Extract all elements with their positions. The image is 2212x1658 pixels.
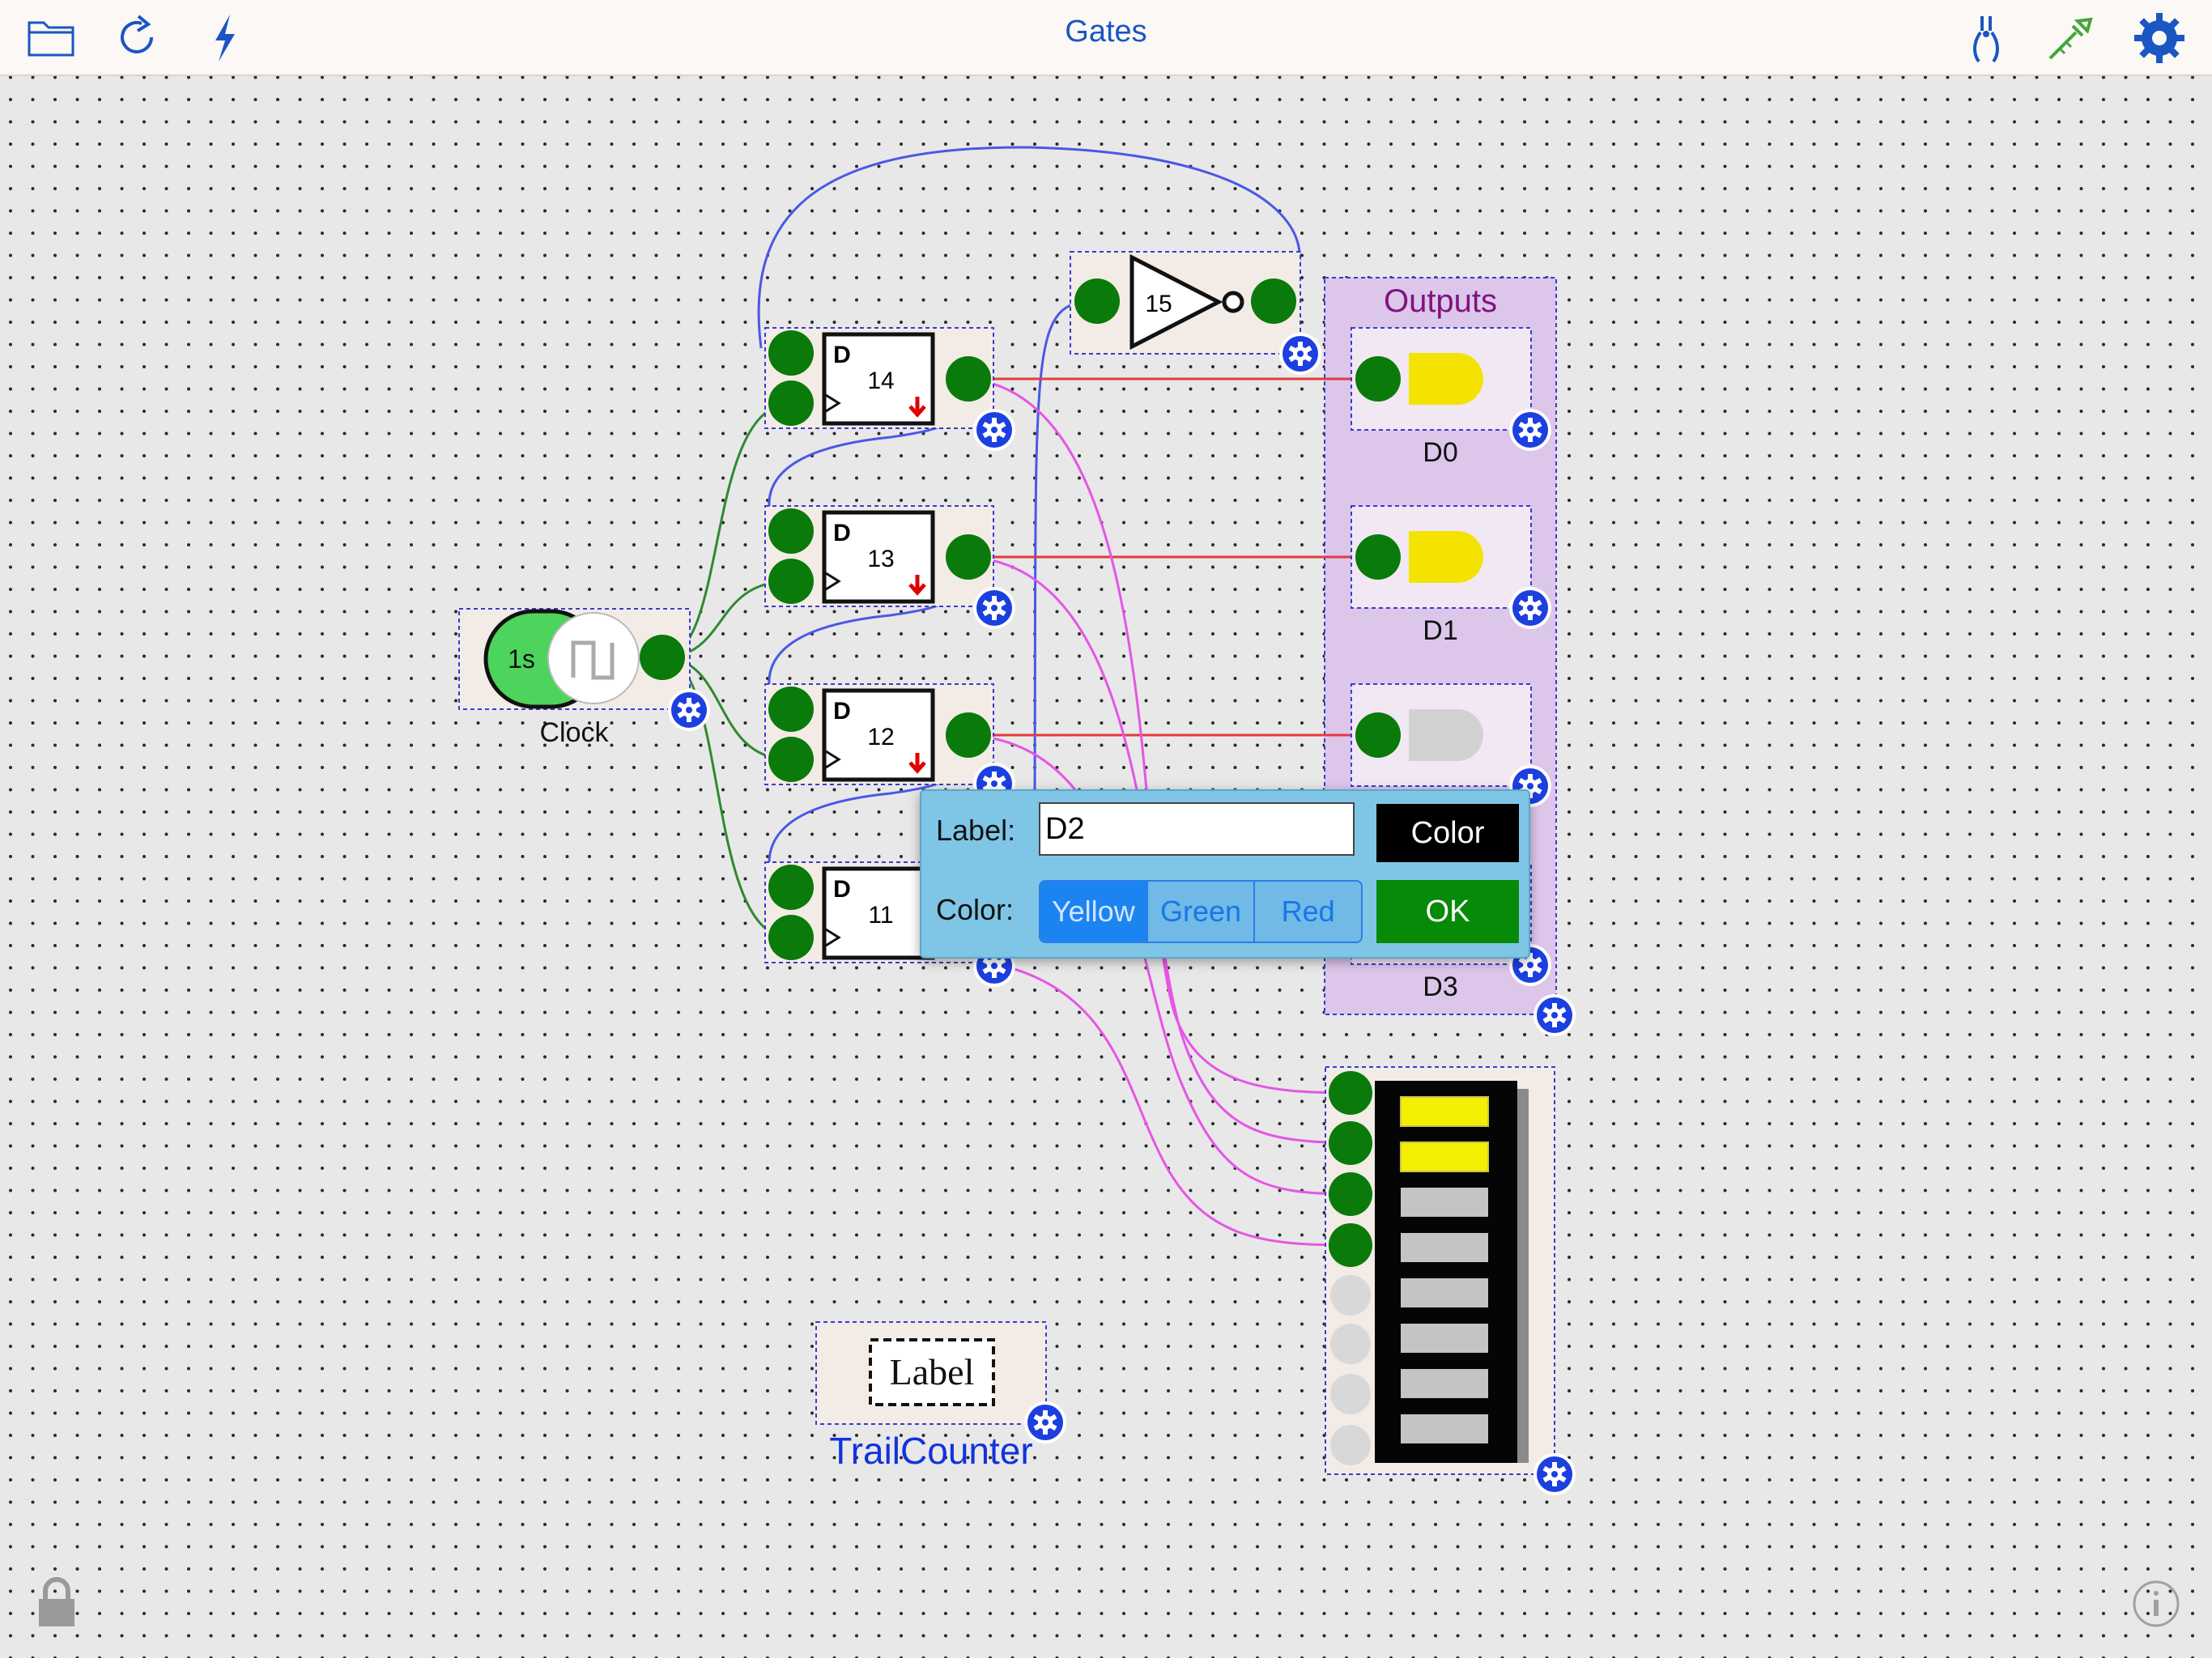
bargraph-input-pin[interactable]: [1329, 1223, 1372, 1267]
led-d1-label: D1: [1423, 615, 1457, 646]
flipflop-14-clk-pin[interactable]: [768, 380, 814, 426]
ok-button[interactable]: OK: [1376, 880, 1519, 943]
flipflop-14-q-pin[interactable]: [946, 356, 991, 402]
color-segmented-control: Yellow Green Red: [1039, 880, 1363, 943]
outputs-group-title: Outputs: [1384, 283, 1497, 319]
color-option-yellow[interactable]: Yellow: [1040, 882, 1148, 942]
bargraph-input-pin[interactable]: [1330, 1275, 1371, 1316]
flipflop-12[interactable]: D 12: [764, 683, 994, 785]
led-d1[interactable]: D1: [1351, 505, 1532, 646]
refresh-button[interactable]: [109, 10, 166, 66]
flipflop-12-d-pin[interactable]: [768, 687, 814, 732]
label-settings-gear[interactable]: [1024, 1401, 1066, 1443]
led-d1-input-pin[interactable]: [1355, 534, 1401, 580]
clock-settings-gear[interactable]: [668, 689, 710, 731]
flipflop-13[interactable]: D 13: [764, 505, 994, 607]
inverter-input-pin[interactable]: [1074, 278, 1120, 324]
bargraph-input-pin[interactable]: [1330, 1425, 1371, 1465]
flipflop-12-q-pin[interactable]: [946, 712, 991, 758]
app-title: Gates: [1065, 15, 1147, 49]
flipflop-11-type: D: [833, 876, 851, 903]
bargraph-settings-gear[interactable]: [1534, 1453, 1576, 1495]
bargraph-input-pin[interactable]: [1329, 1172, 1372, 1216]
lock-icon[interactable]: [32, 1575, 81, 1630]
wires-red: [968, 377, 1378, 737]
clock-period: 1s: [508, 644, 535, 674]
led-d1-settings-gear[interactable]: [1509, 587, 1551, 629]
simulate-button[interactable]: [196, 10, 253, 66]
bargraph-display[interactable]: [1325, 1066, 1555, 1475]
folder-icon: [28, 21, 74, 57]
led-d0-settings-gear[interactable]: [1509, 409, 1551, 451]
label-component[interactable]: Label TrailCounter: [815, 1321, 1047, 1472]
inverter-15[interactable]: 15: [1070, 251, 1301, 355]
flipflop-13-q-pin[interactable]: [946, 534, 991, 580]
flipflop-12-type: D: [833, 698, 851, 725]
flipflop-14[interactable]: D 14: [764, 327, 994, 429]
inverter-settings-gear[interactable]: [1279, 333, 1321, 375]
refresh-icon: [121, 15, 153, 53]
flipflop-11-clk-pin[interactable]: [768, 915, 814, 960]
bargraph-input-pin[interactable]: [1330, 1374, 1371, 1414]
flipflop-13-clk-pin[interactable]: [768, 559, 814, 604]
info-icon[interactable]: [2131, 1579, 2181, 1629]
label-caption: TrailCounter: [829, 1430, 1032, 1472]
bargraph-input-pin[interactable]: [1330, 1324, 1371, 1364]
label-input[interactable]: [1039, 802, 1355, 856]
flipflop-13-id: 13: [867, 546, 894, 572]
top-toolbar: Gates: [0, 0, 2212, 76]
led-d0-label: D0: [1423, 437, 1457, 468]
led-d0-input-pin[interactable]: [1355, 356, 1401, 402]
label-box-text: Label: [890, 1351, 975, 1392]
led-d2-input-pin[interactable]: [1355, 712, 1401, 758]
wire-cutter-icon: [1973, 16, 1999, 63]
flipflop-14-settings-gear[interactable]: [973, 409, 1015, 451]
flipflop-13-settings-gear[interactable]: [973, 587, 1015, 629]
probe-icon: [2048, 17, 2093, 60]
color-option-green[interactable]: Green: [1148, 882, 1256, 942]
wire-cutter-button[interactable]: [1958, 10, 2014, 66]
flipflop-14-id: 14: [867, 368, 894, 394]
inverter-id: 15: [1145, 291, 1172, 317]
color-option-red[interactable]: Red: [1281, 895, 1335, 928]
outputs-group-settings-gear[interactable]: [1534, 994, 1576, 1036]
flipflop-14-type: D: [833, 342, 851, 368]
lightning-icon: [215, 15, 235, 62]
flipflop-13-type: D: [833, 520, 851, 546]
led-d0[interactable]: D0: [1351, 327, 1532, 468]
label-caption-text: Label:: [936, 814, 1016, 847]
probe-button[interactable]: [2042, 10, 2099, 66]
settings-button[interactable]: [2131, 10, 2188, 66]
gear-icon: [2134, 13, 2184, 63]
flipflop-12-id: 12: [867, 724, 894, 750]
led-d2[interactable]: [1351, 683, 1532, 787]
inverter-output-pin[interactable]: [1251, 278, 1296, 324]
led-d3-label: D3: [1423, 971, 1457, 1002]
color-caption-text: Color:: [936, 893, 1015, 926]
clock-label: Clock: [539, 717, 609, 748]
bargraph-input-pin[interactable]: [1329, 1071, 1372, 1115]
clock-component[interactable]: 1s Clock: [458, 608, 691, 748]
flipflop-11-id: 11: [868, 902, 893, 929]
flipflop-13-d-pin[interactable]: [768, 508, 814, 554]
folder-button[interactable]: [23, 10, 79, 66]
bargraph-input-pin[interactable]: [1329, 1121, 1372, 1165]
led-properties-dialog: Label: Color Color: Yellow Green Red OK: [920, 789, 1530, 959]
flipflop-12-clk-pin[interactable]: [768, 737, 814, 782]
flipflop-14-d-pin[interactable]: [768, 330, 814, 376]
falling-edge-icon: [908, 753, 926, 774]
clock-output-pin[interactable]: [640, 635, 685, 680]
falling-edge-icon: [908, 397, 926, 418]
color-button[interactable]: Color: [1376, 804, 1519, 862]
flipflop-11-d-pin[interactable]: [768, 865, 814, 910]
falling-edge-icon: [908, 575, 926, 596]
